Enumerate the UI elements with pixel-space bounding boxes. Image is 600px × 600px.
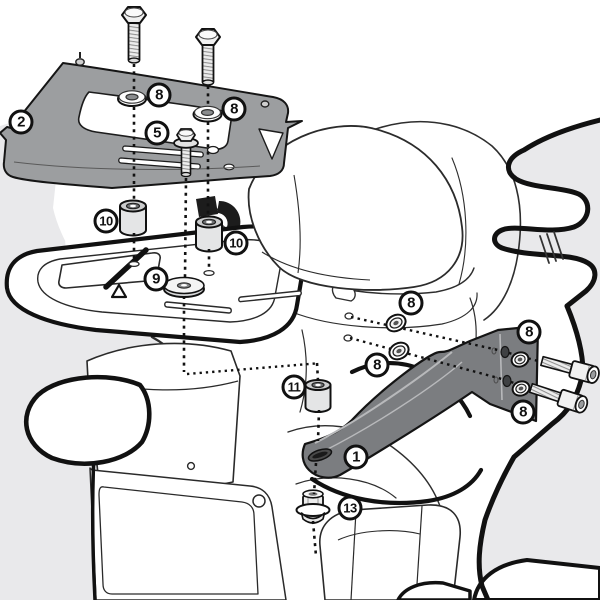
washer-frame-lower [388,341,410,361]
washer-flange-lower [511,380,531,397]
washer-flange-upper [510,351,530,368]
spacer-bracket [304,379,332,413]
left-turn-signal [23,374,152,466]
frame-heavy-outline [476,117,600,600]
washer-plate-left [117,90,147,107]
exhaust-frame-outline [396,558,600,600]
large-washer [163,276,205,298]
plate-corner-pin-left [75,52,85,66]
allen-bolt-lower [528,382,589,414]
license-panel [89,436,287,600]
washer-plate-right [192,105,223,123]
washer-frame-upper [385,313,407,333]
bracket-hole-upper [500,345,510,359]
allen-bolt-upper [540,355,600,384]
spacer-right [195,215,223,253]
spacer-left [119,199,147,237]
backdrop-gray-regions [0,106,600,600]
hex-bolt-right [195,28,221,86]
bracket-hole-lower [502,374,512,388]
seat [247,125,464,291]
muffler [319,504,461,600]
alignment-dashed-lines [132,64,321,557]
hex-bolt-left [121,6,147,64]
flanged-hex-bolt [173,128,199,178]
flanged-nut [295,489,331,524]
plate-corner-pin-right [260,100,270,108]
